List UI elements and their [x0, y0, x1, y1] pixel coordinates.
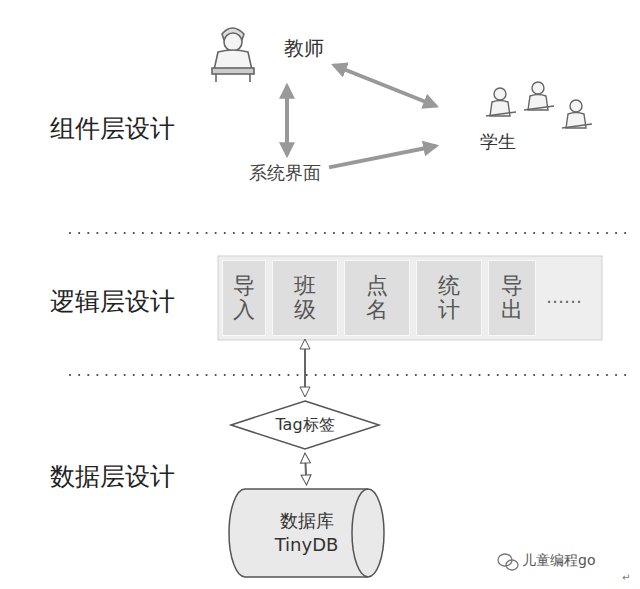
- cylinder-end: [352, 489, 368, 577]
- module-cell: 统计: [416, 260, 482, 336]
- double-arrow: [304, 340, 306, 396]
- layer-label: 组件层设计: [50, 112, 175, 145]
- double-arrow: [305, 454, 307, 484]
- student-icons: [486, 82, 592, 128]
- node-text: 导出: [501, 274, 523, 322]
- node-text: 统计: [438, 274, 460, 322]
- layer-label: 逻辑层设计: [50, 285, 175, 318]
- module-cell: 导出: [488, 260, 536, 336]
- actor-figure: 教师: [205, 15, 330, 82]
- logic-band: [218, 256, 602, 340]
- node-text: 点名: [366, 274, 388, 322]
- ellipsis: ……: [546, 286, 582, 307]
- module-cell: 导入: [222, 260, 266, 336]
- interface-box: 系统界面: [245, 159, 325, 187]
- cylinder-body: [229, 489, 384, 577]
- arrow: [334, 65, 436, 106]
- node-text: Tag标签: [275, 415, 334, 436]
- layer-label: 数据层设计: [50, 460, 175, 493]
- cylinder-outline: [228, 488, 385, 578]
- arrow: [329, 146, 436, 167]
- node-text: 学生: [480, 130, 516, 154]
- node-text: 系统界面: [249, 161, 321, 185]
- database-cylinder: 数据库 TinyDB: [228, 488, 385, 578]
- module-cell: 点名: [344, 260, 410, 336]
- node-text: 导入: [233, 274, 255, 322]
- node-text: 数据库 TinyDB: [260, 509, 354, 558]
- node-text: 教师: [284, 35, 324, 62]
- node-text: 班级: [294, 274, 316, 322]
- return-mark: ↵: [622, 572, 630, 583]
- arrow: [285, 86, 289, 155]
- teacher-icon: [212, 28, 254, 82]
- watermark: 儿童编程go: [522, 552, 595, 570]
- separator: [70, 232, 630, 234]
- actor-figure: 学生: [440, 78, 600, 158]
- module-cell: 班级: [272, 260, 338, 336]
- diamond-shape: [231, 401, 379, 449]
- watermark-icon: [498, 554, 518, 570]
- separator: [70, 374, 630, 376]
- tag-diamond: Tag标签: [230, 400, 380, 450]
